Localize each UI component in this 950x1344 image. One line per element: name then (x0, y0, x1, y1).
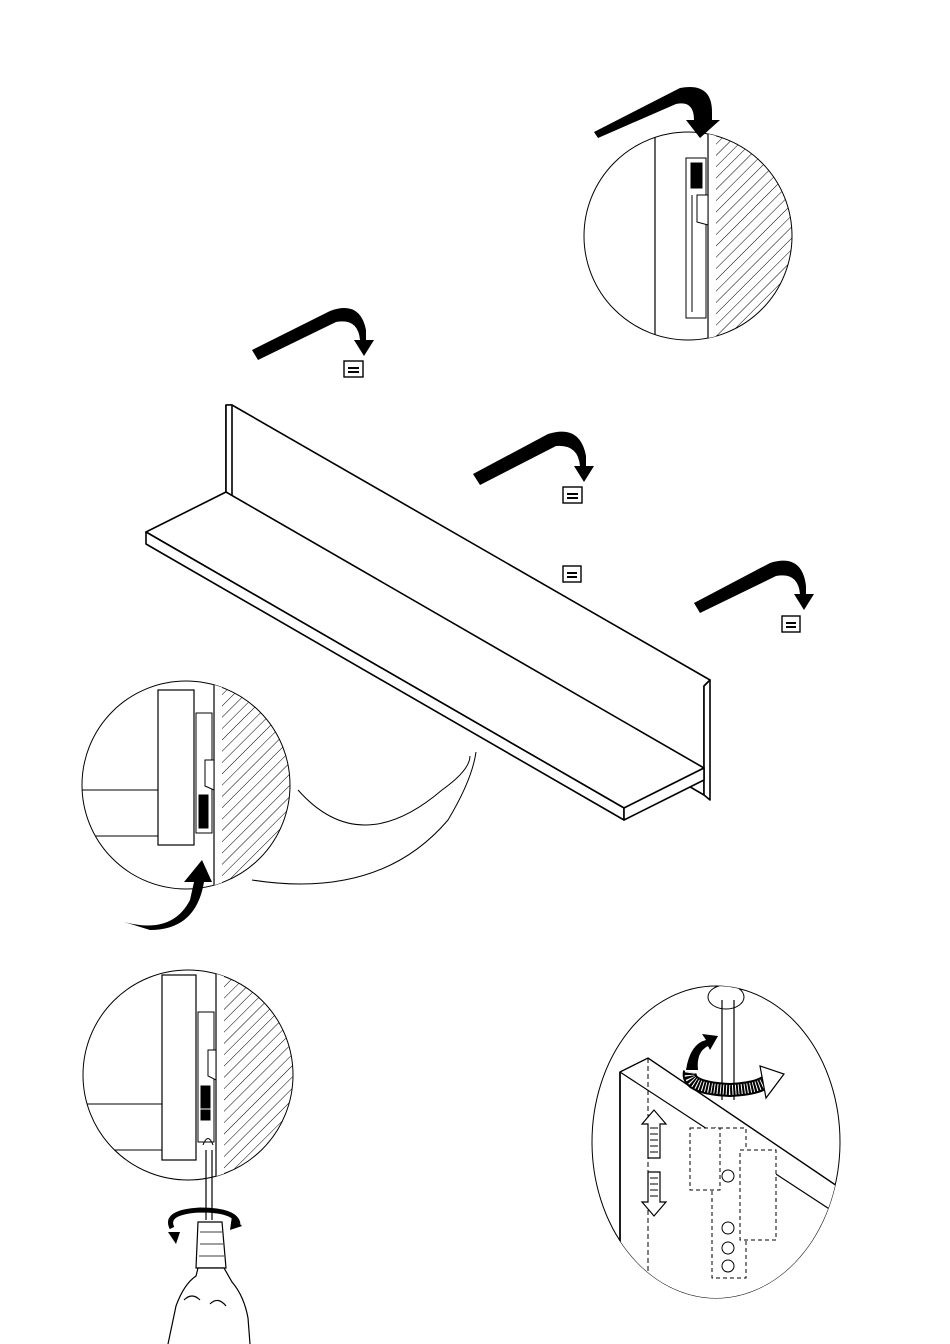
bracket-icon (563, 566, 581, 582)
bracket-icon (782, 616, 800, 632)
down-curved-arrow-icon (473, 432, 594, 485)
down-curved-arrow-icon (252, 308, 374, 360)
down-curved-arrow-icon (694, 561, 814, 613)
screw-adjust-detail (82, 960, 306, 1344)
bracket-icon (344, 361, 363, 377)
down-curved-arrow-icon (594, 82, 720, 138)
bracket-icon (563, 487, 582, 503)
bracket-adjust-detail (592, 985, 840, 1300)
hand-icon (168, 1268, 250, 1344)
lift-detail (80, 670, 476, 930)
hang-detail (584, 82, 808, 360)
